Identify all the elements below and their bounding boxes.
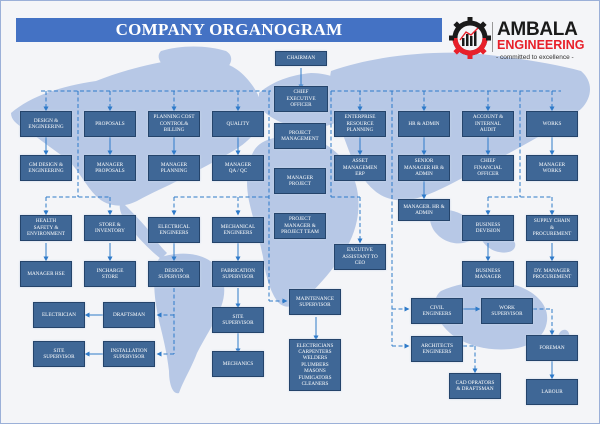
node-erp[interactable]: ENTERPRISE RESOURCE PLANNING [334, 111, 386, 137]
node-civil-engineers[interactable]: CIVIL ENGINEERS [411, 298, 463, 324]
company-logo: AMBALA ENGINEERING - committed to excell… [449, 16, 589, 68]
node-manager-proposals[interactable]: MANAGER PROPOSALS [84, 155, 136, 181]
gear-chart-icon [449, 17, 491, 59]
node-supply-chain-procurement[interactable]: SUPPLY CHAIN & PROCUREMENT [526, 215, 578, 241]
node-hr-admin[interactable]: HR & ADMIN [398, 111, 450, 137]
node-site-supervisor-mechanical[interactable]: SITE SUPERVISOR [212, 307, 264, 333]
node-manager-hr-admin[interactable]: MANAGER. HR & ADMIN [398, 199, 450, 221]
node-business-division[interactable]: BUSINESS DEVISION [462, 215, 514, 241]
node-draftsman[interactable]: DRAFTSMAN [103, 302, 155, 328]
node-project-management[interactable]: PROJECT MANAGEMENT [274, 123, 326, 149]
node-manager-planning[interactable]: MANAGER PLANNING [148, 155, 200, 181]
node-design-supervisor[interactable]: DESIGN SUPERVISOR [148, 261, 200, 287]
node-chairman[interactable]: CHAIRMAN [275, 51, 327, 66]
node-fabrication-supervisor[interactable]: FABRICATION SUPERVISOR [212, 261, 264, 287]
node-work-supervisor[interactable]: WORK SUPERVISOR [481, 298, 533, 324]
logo-divider [492, 22, 493, 52]
node-manager-project[interactable]: MANAGER PROJECT [274, 168, 326, 194]
node-incharge-store[interactable]: INCHARGE STORE [84, 261, 136, 287]
node-asset-management-erp[interactable]: ASSET MANAGEMEN ERP [334, 155, 386, 181]
logo-brand-line1: AMBALA [497, 19, 578, 40]
node-manager-qa-qc[interactable]: MANAGER QA / QC [212, 155, 264, 181]
node-business-manager[interactable]: BUSINESS MANAGER [462, 261, 514, 287]
node-manager-hse[interactable]: MANAGER HSE [20, 261, 72, 287]
node-foreman[interactable]: FOREMAN [526, 335, 578, 361]
node-site-supervisor-electrical[interactable]: SITE SUPERVISOR [33, 341, 85, 367]
node-mechanical-engineers[interactable]: MECHANICAL ENGINEERS [212, 217, 264, 243]
node-store-inventory[interactable]: STORE & INVENTORY [84, 215, 136, 241]
node-hse[interactable]: HEALTH SAFETY & ENVIRONMENT [20, 215, 72, 241]
logo-brand-line2: ENGINEERING [497, 38, 585, 52]
node-cad-operators-draftsman[interactable]: CAD OPRATORS & DRAFTSMAN [449, 373, 501, 399]
node-architects-engineers[interactable]: ARCHITECTS ENGINEERS [411, 336, 463, 362]
node-electrical-engineers[interactable]: ELECTRICAL ENGINEERS [148, 217, 200, 243]
node-gm-design-engineering[interactable]: GM DESIGN & ENGINEERING [20, 155, 72, 181]
page-title: COMPANY ORGANOGRAM [16, 18, 442, 42]
node-proposals[interactable]: PROPOSALS [84, 111, 136, 137]
node-works[interactable]: WORKS [526, 111, 578, 137]
node-project-manager-team[interactable]: PROJECT MANAGER & PROJECT TEAM [274, 213, 326, 239]
node-executive-assistant-ceo[interactable]: EXCUTIVE ASSISTANT TO CEO [334, 244, 386, 270]
node-planning-cost-control[interactable]: PLANNING COST CONTROL& BILLING [148, 111, 200, 137]
node-electrician[interactable]: ELECTRICIAN [33, 302, 85, 328]
node-quality[interactable]: QUALITY [212, 111, 264, 137]
node-account-internal-audit[interactable]: ACCOUNT & INTERNAL AUDIT [462, 111, 514, 137]
node-design-engineering[interactable]: DESIGN & ENGINEERING [20, 111, 72, 137]
node-dy-manager-procurement[interactable]: DY. MANAGER PROCUREMENT [526, 261, 578, 287]
node-senior-manager-hr[interactable]: SENIOR MANAGER HR & ADMIN [398, 155, 450, 181]
node-labour[interactable]: LABOUR [526, 379, 578, 405]
node-ceo[interactable]: CHIEF EXECUTIVE OFFICER [274, 86, 328, 112]
logo-tagline: - committed to excellence - [496, 54, 574, 61]
node-manager-works[interactable]: MANAGER WORKS [526, 155, 578, 181]
node-trades-team[interactable]: ELECTRICIANS CARPENTERS WELDERS PLUMBERS… [289, 339, 341, 391]
node-installation-supervisor[interactable]: INSTALLATION SUPERVISOR [103, 341, 155, 367]
node-cfo[interactable]: CHIEF FINANCIAL OFFICER [462, 155, 514, 181]
node-mechanics[interactable]: MECHANICS [212, 351, 264, 377]
node-maintenance-supervisor[interactable]: MAINTENANCE SUPERVISOR [289, 289, 341, 315]
